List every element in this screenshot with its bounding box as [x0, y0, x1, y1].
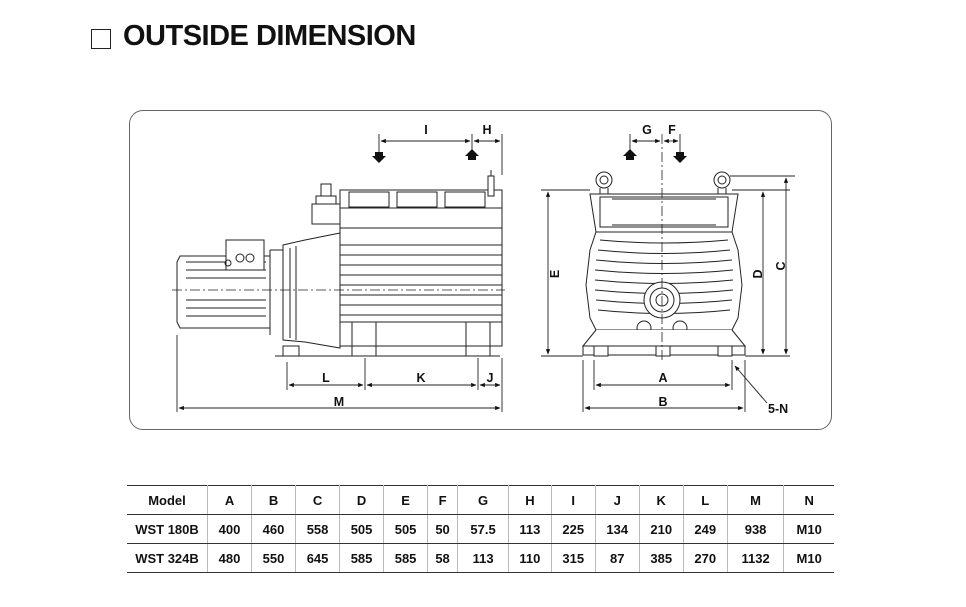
header-cell: Model	[127, 485, 208, 515]
dim-label-k: K	[416, 371, 425, 385]
table-cell: 460	[251, 514, 297, 544]
table-cell: WST 324B	[127, 543, 208, 573]
table-cell: 585	[383, 543, 429, 573]
title-checkbox-icon	[91, 29, 111, 49]
table-cell: WST 180B	[127, 514, 208, 544]
dim-label-d: D	[751, 269, 765, 278]
table-cell: 134	[594, 514, 640, 544]
table-cell: 1132	[726, 543, 785, 573]
table-cell: 225	[550, 514, 596, 544]
table-cell: M10	[783, 514, 834, 544]
header-cell: D	[339, 485, 385, 515]
table-cell: 113	[457, 543, 510, 573]
header-cell: H	[508, 485, 552, 515]
dim-label-g: G	[642, 123, 652, 137]
table-cell: M10	[783, 543, 834, 573]
dim-label-b: B	[658, 395, 667, 409]
table-cell: 50	[427, 514, 459, 544]
header-cell: B	[251, 485, 297, 515]
table-cell: 57.5	[457, 514, 510, 544]
dim-label-j: J	[487, 371, 494, 385]
drawing-frame	[129, 110, 832, 430]
table-cell: 938	[726, 514, 785, 544]
front-view-drawing	[581, 134, 747, 362]
table-cell: 505	[339, 514, 385, 544]
header-cell: G	[457, 485, 510, 515]
dim-label-m: M	[334, 395, 344, 409]
header-cell: F	[427, 485, 459, 515]
table-cell: 385	[638, 543, 684, 573]
table-cell: 110	[508, 543, 552, 573]
dim-label-e: E	[548, 270, 562, 278]
dim-label-a: A	[658, 371, 667, 385]
page-title: OUTSIDE DIMENSION	[123, 20, 416, 52]
header-cell: E	[383, 485, 429, 515]
header-cell: L	[682, 485, 728, 515]
table-cell: 87	[594, 543, 640, 573]
header-cell: M	[726, 485, 785, 515]
header-cell: N	[783, 485, 834, 515]
front-view-dimensions	[541, 134, 795, 412]
header-cell: C	[295, 485, 341, 515]
dim-label-5-n: 5-N	[768, 402, 788, 416]
dim-label-h: H	[482, 123, 491, 137]
header-cell: I	[550, 485, 596, 515]
table-cell: 270	[682, 543, 728, 573]
dim-label-i: I	[424, 123, 427, 137]
table-cell: 645	[295, 543, 341, 573]
table-cell: 58	[427, 543, 459, 573]
table-cell: 505	[383, 514, 429, 544]
table-cell: 480	[206, 543, 253, 573]
table-cell: 558	[295, 514, 341, 544]
dimension-table: Model A B C D E F G H I J K L M N WST 18…	[127, 485, 834, 573]
table-cell: 249	[682, 514, 728, 544]
side-view-dimensions	[176, 134, 503, 412]
header-cell: J	[594, 485, 640, 515]
table-cell: 210	[638, 514, 684, 544]
table-cell: 400	[206, 514, 253, 544]
table-cell: 585	[339, 543, 385, 573]
dim-label-f: F	[668, 123, 676, 137]
dim-label-c: C	[774, 261, 788, 270]
header-cell: K	[638, 485, 684, 515]
header-cell: A	[206, 485, 253, 515]
table-cell: 315	[550, 543, 596, 573]
table-row: WST 324B 480 550 645 585 585 58 113 110 …	[127, 543, 834, 573]
table-row: WST 180B 400 460 558 505 505 50 57.5 113…	[127, 514, 834, 544]
table-cell: 550	[251, 543, 297, 573]
dim-label-l: L	[322, 371, 330, 385]
table-cell: 113	[508, 514, 552, 544]
table-header-row: Model A B C D E F G H I J K L M N	[127, 485, 834, 515]
side-view-drawing	[172, 170, 505, 357]
